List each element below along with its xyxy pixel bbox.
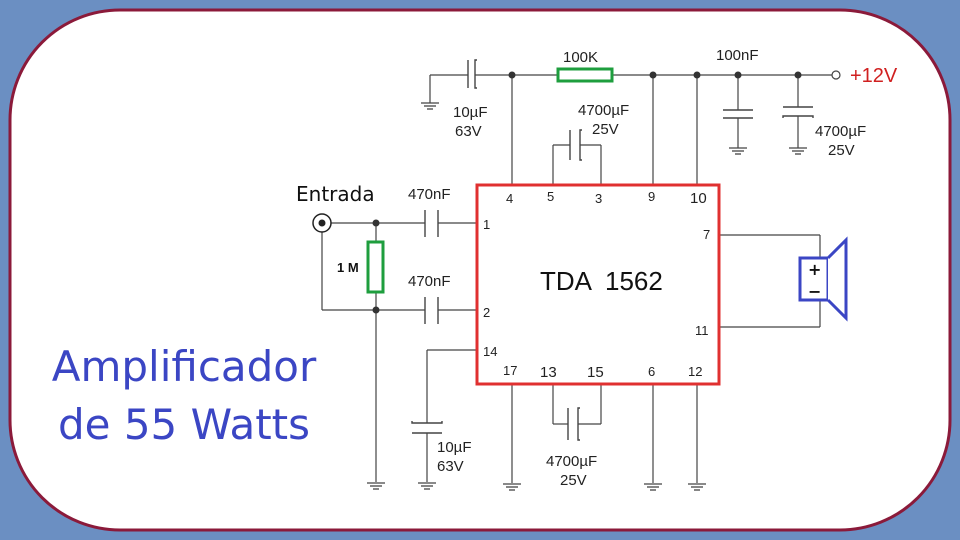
page-title: Amplificador de 55 Watts xyxy=(34,338,334,454)
supply-terminal xyxy=(831,70,841,80)
resistor-1m-label: 1 M xyxy=(337,260,359,275)
supply-label: +12V xyxy=(850,65,898,87)
resistor-100k-label: 100K xyxy=(563,49,598,66)
pin-17: 17 xyxy=(503,363,517,378)
cap-10uf-bottom-value: 10µF xyxy=(437,439,472,456)
pin-14: 14 xyxy=(483,344,497,359)
wires xyxy=(321,74,832,483)
cap-4700-bottom-voltage: 25V xyxy=(560,472,587,489)
ground-icon xyxy=(729,147,747,155)
pin-12: 12 xyxy=(688,364,702,379)
pin-13: 13 xyxy=(540,364,557,381)
ic-name: TDA 1562 xyxy=(540,266,663,296)
speaker-icon xyxy=(798,236,848,322)
junctions xyxy=(372,71,802,314)
cap-4700-bottom-value: 4700µF xyxy=(546,453,597,470)
resistor-100k xyxy=(556,67,614,83)
cap-10uf-top-value: 10µF xyxy=(453,104,488,121)
title-line-1: Amplificador xyxy=(51,342,317,391)
ground-icon xyxy=(418,482,436,490)
ground-icon xyxy=(644,483,662,491)
ic-pin-labels: 4 5 3 9 10 1 7 2 11 14 17 13 15 6 12 xyxy=(483,189,710,381)
ic-body xyxy=(475,183,721,386)
pin-10: 10 xyxy=(690,190,707,207)
pin-2: 2 xyxy=(483,305,490,320)
pin-5: 5 xyxy=(547,189,554,204)
pin-4: 4 xyxy=(506,191,513,206)
ground-icon xyxy=(421,102,439,110)
ground-icon xyxy=(503,483,521,491)
pin-1: 1 xyxy=(483,217,490,232)
input-label: Entrada xyxy=(296,182,375,206)
cap-470nf-1-label: 470nF xyxy=(408,186,451,203)
cap-470nf-1 xyxy=(424,210,439,237)
cap-4700-top xyxy=(569,129,582,161)
pin-15: 15 xyxy=(587,364,604,381)
speaker-minus: − xyxy=(808,282,821,301)
cap-10uf-top-voltage: 63V xyxy=(455,123,482,140)
ground-icon xyxy=(367,482,385,490)
cap-10uf-bottom-voltage: 63V xyxy=(437,458,464,475)
cap-4700-right-value: 4700µF xyxy=(815,123,866,140)
pin-3: 3 xyxy=(595,191,602,206)
ground-icon xyxy=(688,483,706,491)
ground-icon xyxy=(789,147,807,155)
cap-4700-right-voltage: 25V xyxy=(828,142,855,159)
ground-symbols xyxy=(367,102,807,491)
cap-4700-bottom xyxy=(567,407,580,441)
speaker-plus: + xyxy=(808,260,821,279)
pin-6: 6 xyxy=(648,364,655,379)
cap-10uf-bottom xyxy=(411,421,443,434)
cap-100nf xyxy=(723,109,753,119)
cap-4700-top-value: 4700µF xyxy=(578,102,629,119)
pin-9: 9 xyxy=(648,189,655,204)
pin-11: 11 xyxy=(695,323,709,338)
title-line-2: de 55 Watts xyxy=(57,400,311,449)
pin-7: 7 xyxy=(703,227,710,242)
cap-470nf-2-label: 470nF xyxy=(408,273,451,290)
cap-4700-top-voltage: 25V xyxy=(592,121,619,138)
resistor-1m xyxy=(366,240,385,294)
cap-10uf-top xyxy=(467,59,477,89)
cap-100nf-label: 100nF xyxy=(716,47,759,64)
cap-4700-right xyxy=(782,106,814,118)
cap-470nf-2 xyxy=(424,297,439,324)
